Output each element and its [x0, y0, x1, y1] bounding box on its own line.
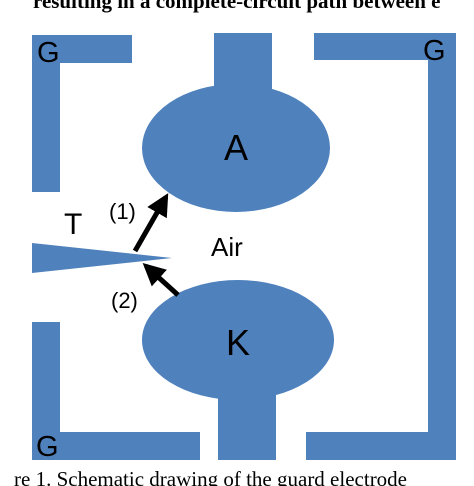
cathode-electrode: [142, 280, 334, 400]
guard-electrode-top-left: [32, 35, 132, 192]
guard-label-bottom-left: G: [36, 431, 59, 463]
guard-label-top-left: G: [37, 37, 60, 69]
path-2-label: (2): [111, 288, 138, 313]
guard-label-top-right: G: [423, 35, 446, 67]
guard-electrode-right: [306, 33, 456, 460]
caption-bottom: re 1. Schematic drawing of the guard ele…: [14, 467, 407, 486]
trigger-label: T: [64, 208, 82, 241]
anode-stem: [214, 33, 272, 93]
arrow-path-2: [142, 262, 180, 297]
guard-electrode-bottom-left: [32, 322, 200, 460]
anode-label: A: [224, 127, 248, 168]
arrow-path-1: [132, 193, 169, 253]
caption-top: resulting in a complete-circuit path bet…: [33, 0, 441, 13]
path-1-label: (1): [109, 199, 136, 224]
cathode-stem: [218, 390, 276, 460]
anode-electrode: [142, 84, 330, 212]
air-label: Air: [211, 232, 243, 262]
trigger-electrode: [32, 243, 172, 273]
cathode-label: K: [226, 322, 250, 363]
